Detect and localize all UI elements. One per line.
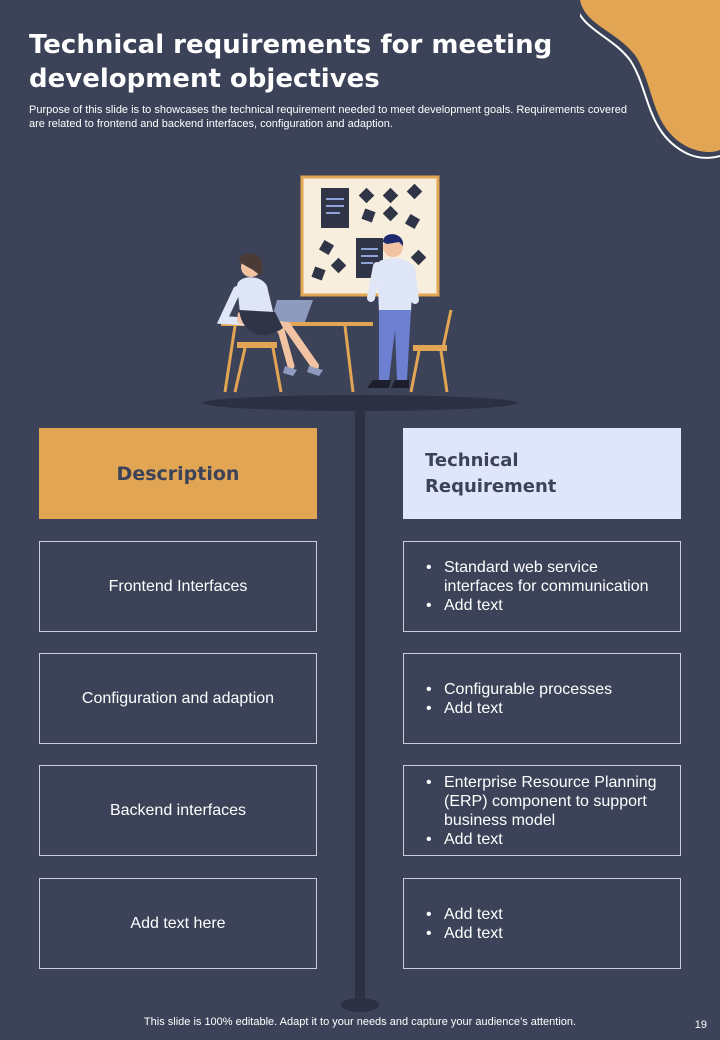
header-description-label: Description — [116, 462, 240, 485]
description-cell: Configuration and adaption — [39, 653, 317, 744]
requirement-item: Add text — [426, 924, 503, 943]
page-subtitle: Purpose of this slide is to showcases th… — [29, 104, 628, 130]
description-cell: Frontend Interfaces — [39, 541, 317, 632]
requirement-list: Add text Add text — [426, 905, 503, 943]
requirement-item: Add text — [426, 596, 670, 615]
requirement-item: Enterprise Resource Planning (ERP) compo… — [426, 773, 670, 830]
header-description: Description — [39, 428, 317, 519]
decorative-blob-shape — [580, 0, 720, 159]
description-text: Frontend Interfaces — [108, 577, 248, 595]
requirement-list: Standard web service interfaces for comm… — [426, 558, 670, 615]
header-technical-requirement: Technical Requirement — [403, 428, 681, 519]
requirement-cell: Add text Add text — [403, 878, 681, 969]
header-technical-requirement-label: Technical Requirement — [425, 449, 557, 497]
requirement-cell: Standard web service interfaces for comm… — [403, 541, 681, 632]
office-meeting-illustration — [202, 175, 518, 411]
description-cell: Backend interfaces — [39, 765, 317, 856]
requirement-list: Enterprise Resource Planning (ERP) compo… — [426, 773, 670, 849]
footer-note: This slide is 100% editable. Adapt it to… — [143, 1016, 577, 1028]
requirement-cell: Configurable processes Add text — [403, 653, 681, 744]
description-text: Backend interfaces — [109, 801, 247, 819]
page-number: 19 — [694, 1019, 707, 1031]
requirement-item: Add text — [426, 905, 503, 924]
requirement-item: Configurable processes — [426, 680, 612, 699]
requirement-cell: Enterprise Resource Planning (ERP) compo… — [403, 765, 681, 856]
requirement-list: Configurable processes Add text — [426, 680, 612, 718]
description-text: Add text here — [130, 914, 226, 932]
requirement-item: Standard web service interfaces for comm… — [426, 558, 670, 596]
page-title: Technical requirements for meeting devel… — [29, 30, 553, 94]
description-text: Configuration and adaption — [81, 689, 275, 707]
description-cell: Add text here — [39, 878, 317, 969]
center-divider-base — [341, 998, 379, 1012]
center-divider-pole — [355, 405, 365, 1005]
requirement-item: Add text — [426, 699, 612, 718]
requirement-item: Add text — [426, 830, 670, 849]
